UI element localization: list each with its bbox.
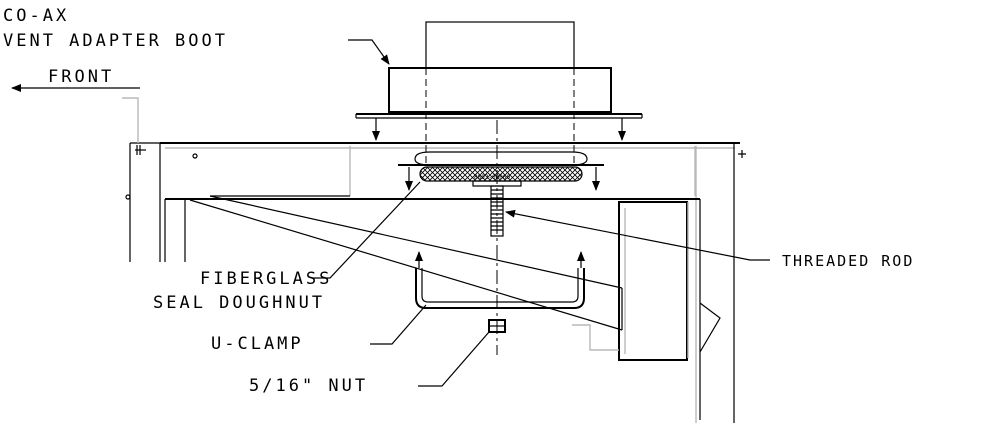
u-clamp xyxy=(415,251,585,309)
u-clamp-callout: U-CLAMP xyxy=(211,304,427,354)
seal-doughnut: 8803-00000 xyxy=(398,151,604,191)
fiberglass-label-line2: SEAL DOUGHNUT xyxy=(153,293,325,313)
vent-adapter-boot xyxy=(355,21,643,165)
fiberglass-label-line1: FIBERGLASS xyxy=(200,269,332,289)
front-indicator: FRONT xyxy=(11,67,140,92)
nut xyxy=(488,319,506,333)
frame-shelf xyxy=(164,198,701,420)
cabinet-top xyxy=(122,97,746,423)
coax-label-line1: CO-AX xyxy=(3,6,69,26)
threaded-rod xyxy=(472,180,522,237)
threaded-rod-label: THREADED ROD xyxy=(782,252,914,270)
front-label: FRONT xyxy=(48,67,114,87)
fiberglass-callout: FIBERGLASS SEAL DOUGHNUT xyxy=(153,181,421,313)
coax-callout: CO-AX VENT ADAPTER BOOT xyxy=(3,6,390,65)
doughnut-stamp: 8803-00000 xyxy=(474,174,511,181)
damper-plate xyxy=(189,195,721,353)
coax-label-line2: VENT ADAPTER BOOT xyxy=(3,31,228,51)
flange-arrows xyxy=(372,118,626,141)
exchanger-box xyxy=(572,201,689,361)
nut-callout: 5/16" NUT xyxy=(249,331,490,396)
u-clamp-label: U-CLAMP xyxy=(211,334,304,354)
threaded-rod-callout: THREADED ROD xyxy=(505,209,914,270)
nut-label: 5/16" NUT xyxy=(249,376,368,396)
